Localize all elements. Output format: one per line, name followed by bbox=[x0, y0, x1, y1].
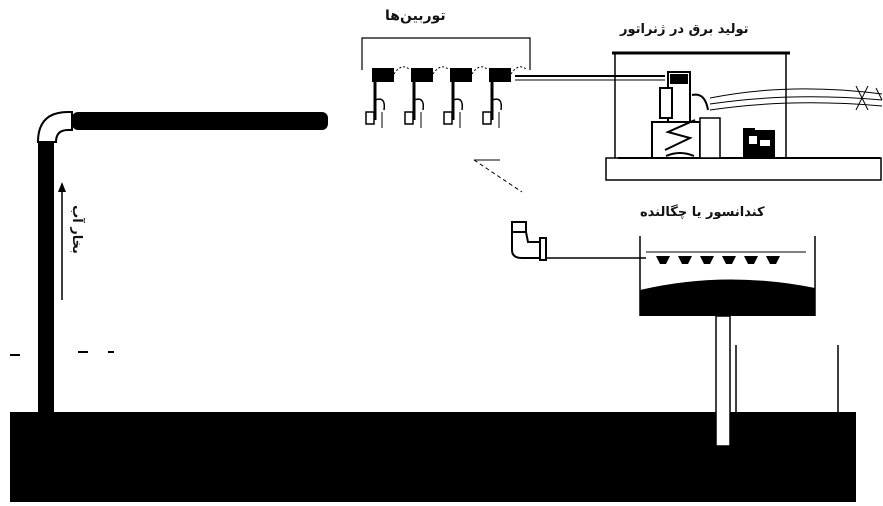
condenser-drain-pipe bbox=[715, 315, 731, 447]
condenser-nozzle-row bbox=[656, 256, 780, 264]
condenser-nozzle bbox=[744, 256, 758, 264]
transformer-icon bbox=[743, 128, 775, 158]
condenser-nozzle bbox=[656, 256, 670, 264]
condenser-label: کندانسور یا چگالنده bbox=[640, 205, 765, 220]
generator-building bbox=[605, 51, 882, 181]
exhaust-line bbox=[473, 159, 523, 193]
generator-icon bbox=[651, 71, 721, 159]
turbine-icon bbox=[365, 66, 411, 128]
condenser-nozzle bbox=[766, 256, 780, 264]
condenser-nozzle bbox=[722, 256, 736, 264]
condenser-nozzle bbox=[678, 256, 692, 264]
power-line-icon bbox=[709, 85, 883, 111]
turbine-icon bbox=[482, 66, 528, 128]
condenser-nozzle bbox=[700, 256, 714, 264]
turbine-bracket bbox=[361, 37, 531, 70]
condenser-box bbox=[639, 236, 816, 316]
steam-riser-pipe bbox=[38, 140, 54, 414]
pipe-elbow-icon bbox=[36, 111, 73, 143]
turbines-label: توربین‌ها bbox=[385, 8, 446, 24]
steam-horizontal-pipe bbox=[72, 112, 328, 130]
generator-label: تولید برق در ژنراتور bbox=[620, 22, 749, 37]
turbine-icon bbox=[443, 66, 489, 128]
steam-label: بخار آب bbox=[68, 205, 84, 254]
turbine-icon bbox=[404, 66, 450, 128]
ground-water-mass bbox=[10, 412, 856, 502]
turbine-group bbox=[365, 66, 528, 128]
pipe-elbow-icon bbox=[511, 221, 547, 261]
steam-arrow bbox=[58, 182, 66, 300]
